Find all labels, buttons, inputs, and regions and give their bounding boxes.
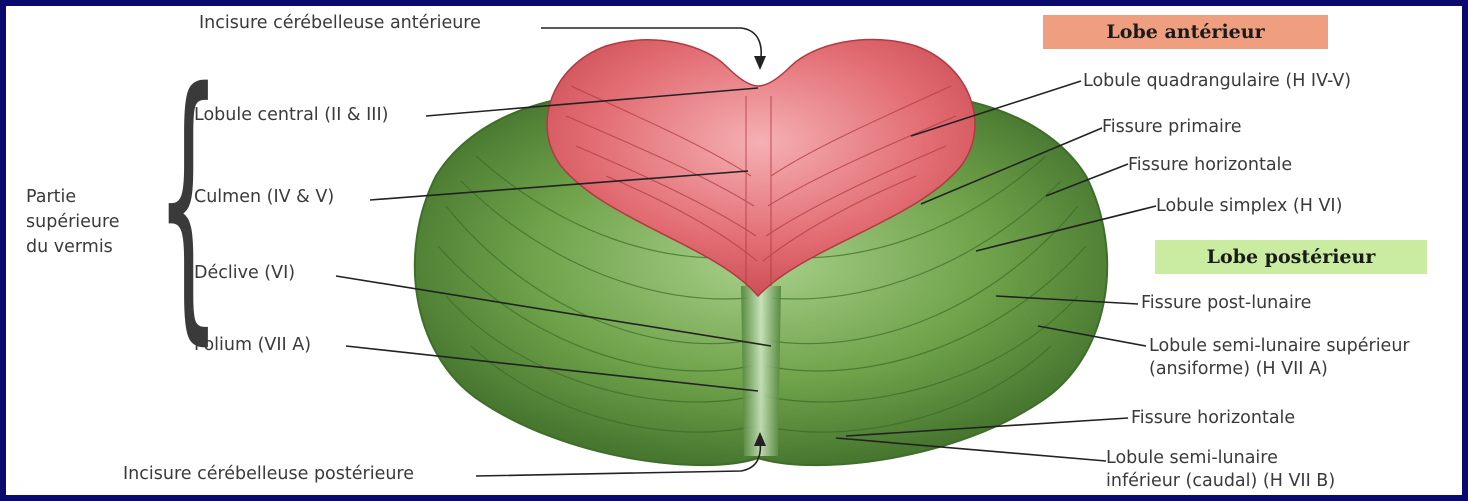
label-semi-lunaire-sup-1: Lobule semi-lunaire supérieur: [1149, 335, 1410, 357]
group-label-line2: supérieure: [26, 211, 120, 233]
label-semi-lunaire-inf-2: inférieur (caudal) (H VII B): [1106, 470, 1335, 492]
label-semi-lunaire-inf-1: Lobule semi-lunaire: [1106, 447, 1278, 469]
label-folium: Folium (VII A): [194, 334, 311, 356]
label-fissure-primaire: Fissure primaire: [1102, 116, 1242, 138]
label-lobule-quadrangulaire: Lobule quadrangulaire (H IV-V): [1083, 70, 1351, 92]
diagram-canvas: Lobe antérieur Lobe postérieur { Partie …: [6, 6, 1462, 495]
label-culmen: Culmen (IV & V): [194, 186, 334, 208]
label-fissure-horizontale-top: Fissure horizontale: [1128, 154, 1292, 176]
label-fissure-horizontale-bottom: Fissure horizontale: [1131, 407, 1295, 429]
label-lobule-central: Lobule central (II & III): [194, 104, 388, 126]
label-lobule-simplex: Lobule simplex (H VI): [1156, 195, 1342, 217]
label-incisure-posterior: Incisure cérébelleuse postérieure: [123, 463, 414, 485]
label-fissure-post-lunaire: Fissure post-lunaire: [1141, 292, 1311, 314]
posterior-lobe-title: Lobe postérieur: [1155, 240, 1427, 274]
anterior-lobe-title: Lobe antérieur: [1043, 15, 1328, 49]
vermis-strip: [741, 286, 781, 456]
label-incisure-anterior: Incisure cérébelleuse antérieure: [199, 12, 481, 34]
label-semi-lunaire-sup-2: (ansiforme) (H VII A): [1149, 358, 1328, 380]
group-label-line3: du vermis: [26, 236, 113, 258]
group-label-line1: Partie: [26, 186, 76, 208]
label-declive: Déclive (VI): [194, 262, 295, 284]
